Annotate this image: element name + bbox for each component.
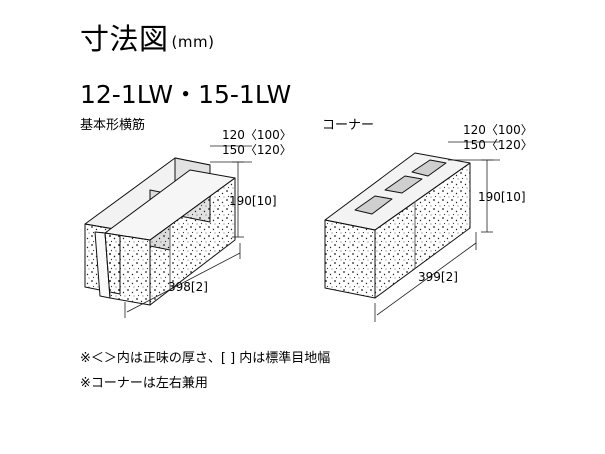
basic-dim-height: 190[10] (229, 194, 277, 208)
basic-dim-width-120: 120〈100〉 (222, 128, 292, 142)
title-text: 寸法図 (80, 22, 169, 56)
corner-dim-width-120: 120〈100〉 (463, 123, 533, 137)
title-unit: (mm) (171, 33, 215, 51)
basic-dim-length: 398[2] (168, 280, 208, 294)
note-corner: ※コーナーは左右兼用 (80, 376, 208, 391)
label-corner-block: コーナー (322, 118, 375, 133)
corner-dim-height: 190[10] (478, 190, 526, 204)
basic-dimension-lines (124, 145, 252, 318)
label-basic-block: 基本形横筋 (80, 118, 146, 133)
corner-dim-length: 399[2] (418, 270, 458, 284)
corner-dim-width-150: 150〈120〉 (463, 138, 533, 152)
basic-dim-width-150: 150〈120〉 (222, 143, 292, 157)
note-dimensions: ※＜＞内は正味の厚さ、[ ] 内は標準目地幅 (80, 351, 331, 366)
basic-block (84, 157, 236, 306)
corner-dimension-lines (374, 141, 500, 322)
page-title: 寸法図(mm) (80, 22, 214, 59)
model-name: 12-1LW・15-1LW (80, 80, 292, 109)
corner-block (324, 152, 471, 299)
